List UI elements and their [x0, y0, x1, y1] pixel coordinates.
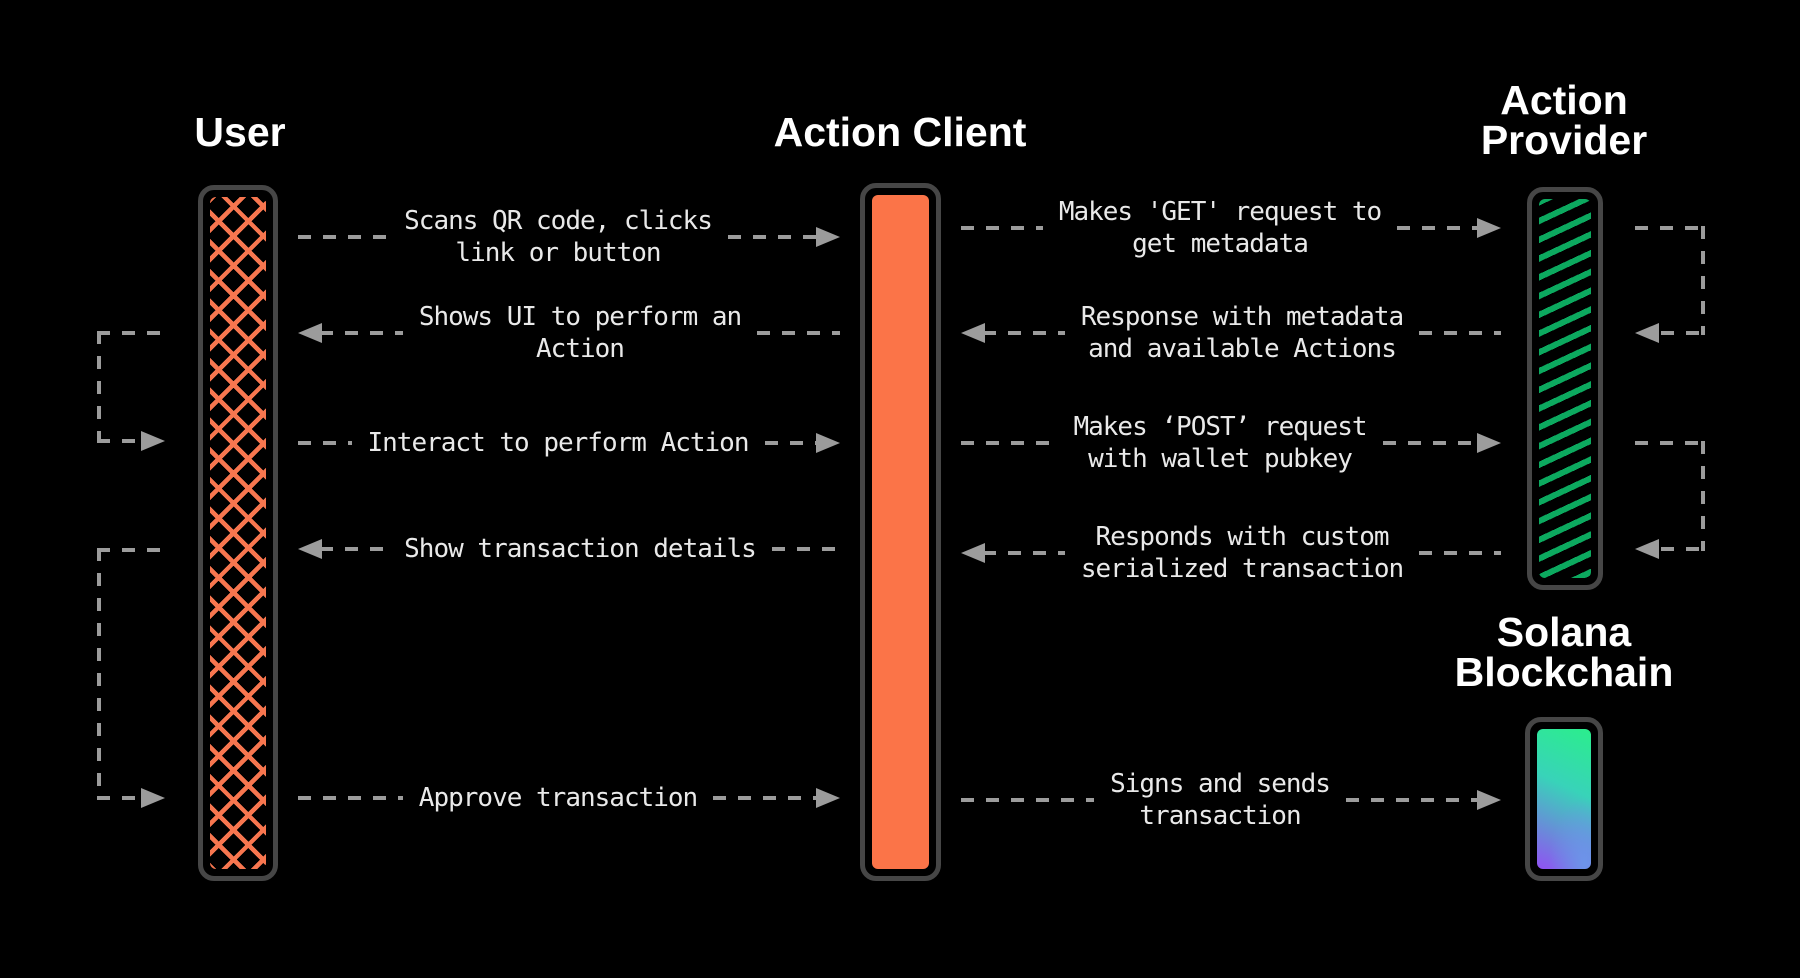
dash-line [320, 547, 389, 551]
solana-gradient-fill [1537, 729, 1591, 869]
message-label: Makes ‘POST’ request with wallet pubkey [1073, 412, 1367, 474]
dash-line [320, 331, 403, 335]
message-label: Responds with custom serialized transact… [1080, 522, 1404, 584]
message-label: Makes 'GET' request to get metadata [1058, 197, 1382, 259]
loop-line [97, 439, 143, 443]
loop-line [1701, 226, 1705, 335]
dash-line [713, 796, 819, 800]
message-makes-get-request: Makes 'GET' request to get metadata [961, 188, 1501, 268]
message-makes-post-request: Makes ‘POST’ request with wallet pubkey [961, 403, 1502, 483]
loop-line [1661, 331, 1705, 335]
loop-line [1701, 441, 1705, 551]
arrowhead-left-icon [298, 323, 322, 343]
dash-line [298, 796, 403, 800]
dash-line [727, 235, 819, 239]
arrowhead-right-icon [816, 227, 841, 247]
message-label: Signs and sends transaction [1110, 769, 1331, 831]
dash-line [983, 331, 1065, 335]
arrowhead-left-icon [961, 323, 985, 343]
dash-line [961, 441, 1058, 445]
dash-line [1397, 226, 1479, 230]
arrowhead-left-icon [298, 539, 322, 559]
action-provider-lifeline-bar [1527, 187, 1603, 590]
dash-line [298, 441, 352, 445]
arrowhead-right-icon [816, 788, 841, 808]
message-label: Approve transaction [418, 783, 698, 813]
user-self-loop-upper [97, 331, 167, 451]
user-self-loop-lower [97, 548, 167, 808]
arrowhead-left-icon [961, 543, 985, 563]
dash-line [961, 798, 1095, 802]
arrowhead-left-icon [1635, 323, 1659, 343]
action-client-lifeline-bar [860, 183, 941, 881]
arrowhead-right-icon [1477, 433, 1502, 453]
arrowhead-left-icon [1635, 539, 1659, 559]
action-client-title: Action Client [773, 109, 1027, 155]
message-response-with-metadata: Response with metadata and available Act… [961, 293, 1501, 373]
message-approve-transaction: Approve transaction [298, 758, 841, 838]
dash-line [764, 441, 818, 445]
message-label: Response with metadata and available Act… [1080, 302, 1404, 364]
dash-line [1419, 331, 1501, 335]
message-label: Shows UI to perform an Action [418, 302, 742, 364]
arrowhead-right-icon [1477, 790, 1501, 810]
message-label: Show transaction details [404, 534, 757, 564]
message-signs-and-sends-transaction: Signs and sends transaction [961, 760, 1501, 840]
loop-line [97, 796, 143, 800]
message-responds-with-serialized-transaction: Responds with custom serialized transact… [961, 513, 1501, 593]
dash-line [1419, 551, 1501, 555]
dash-line [771, 547, 840, 551]
dash-line [1382, 441, 1480, 445]
loop-line [97, 331, 167, 335]
action-provider-title: Action Provider [1480, 77, 1648, 163]
message-label: Scans QR code, clicks link or button [404, 206, 713, 268]
message-interact-to-perform-action: Interact to perform Action [298, 403, 840, 483]
loop-line [97, 548, 167, 552]
message-shows-ui: Shows UI to perform an Action [298, 293, 840, 373]
loop-line [1635, 226, 1705, 230]
provider-self-loop-upper [1635, 226, 1705, 343]
dash-line [1345, 798, 1479, 802]
solana-blockchain-title: Solana Blockchain [1454, 609, 1674, 695]
user-lifeline-bar [198, 185, 278, 881]
dash-line [298, 235, 389, 239]
arrowhead-right-icon [141, 431, 165, 451]
loop-line [1635, 441, 1705, 445]
dash-line [983, 551, 1065, 555]
solana-blockchain-bar [1525, 717, 1603, 881]
action-client-fill [872, 195, 929, 869]
message-label: Interact to perform Action [367, 428, 750, 458]
provider-self-loop-lower [1635, 441, 1705, 559]
loop-line [1661, 547, 1705, 551]
user-crosshatch-pattern [210, 197, 266, 869]
arrowhead-right-icon [141, 788, 165, 808]
dash-line [757, 331, 840, 335]
dash-line [961, 226, 1043, 230]
arrowhead-right-icon [1477, 218, 1501, 238]
message-show-transaction-details: Show transaction details [298, 509, 840, 589]
action-provider-stripes-pattern [1539, 199, 1591, 578]
arrowhead-right-icon [816, 433, 840, 453]
user-title: User [194, 109, 286, 155]
loop-line [97, 548, 101, 800]
message-scans-qr-code: Scans QR code, clicks link or button [298, 197, 841, 277]
loop-line [97, 331, 101, 443]
